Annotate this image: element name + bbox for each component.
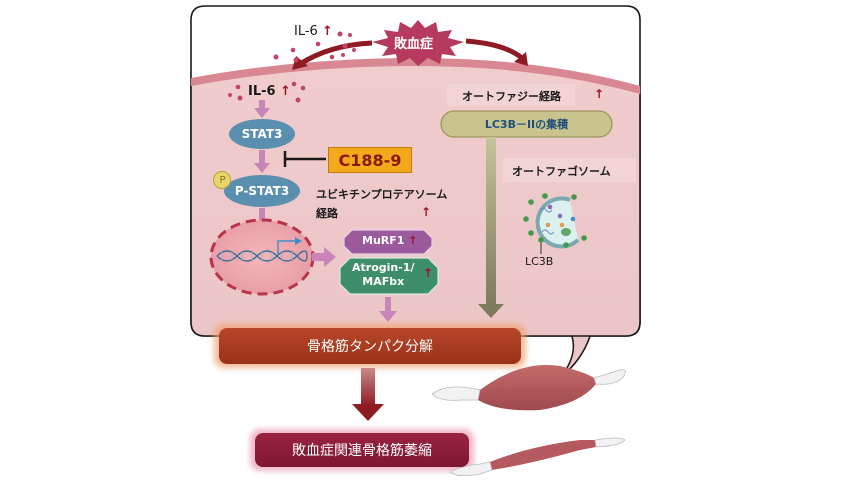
atrogin-line2: MAFbx — [362, 275, 405, 288]
outcome-node — [255, 433, 469, 467]
il6-inside-label: IL-6 ↑ — [248, 84, 291, 99]
autophagosome-icon — [523, 193, 587, 254]
il6-outside-label: IL-6 ↑ — [294, 24, 333, 39]
transcription-arrow — [277, 240, 296, 255]
ubiquitin-pathway-line1: ユビキチンプロテアソーム — [316, 188, 448, 201]
il6-dots-inside — [228, 81, 306, 103]
stat3-node — [229, 119, 295, 149]
il6-dots-outside — [273, 31, 356, 63]
autophagosome-label: オートファゴソーム — [512, 165, 611, 178]
up-arrow-icon: ↑ — [321, 24, 333, 39]
lc3b-marker-label: LC3B — [525, 255, 554, 268]
arrow-sepsis-to-il6 — [298, 40, 373, 67]
stat3-label: STAT3 — [241, 127, 283, 141]
outcome-label: 敗血症関連骨格筋萎縮 — [292, 443, 432, 459]
sepsis-label: 敗血症 — [394, 37, 434, 52]
il6-inside-text: IL-6 — [248, 84, 276, 99]
atrogin-node — [339, 257, 439, 295]
phospho-label: P — [219, 175, 226, 186]
lc3b-accumulation-node — [440, 110, 613, 138]
dna-helix-icon — [216, 250, 308, 262]
arrow-to-outcome — [361, 368, 375, 406]
il6-outside-text: IL-6 — [294, 24, 318, 39]
autophagy-up-arrow-icon: ↑ — [594, 87, 605, 101]
ubiquitin-pathway-line2: 経路 — [316, 207, 338, 220]
autophagy-pathway-label: オートファジー経路 — [462, 90, 561, 103]
murf1-label: MuRF1 ↑ — [362, 234, 417, 247]
murf1-node — [343, 229, 433, 255]
atrogin-line1: Atrogin-1/ — [352, 261, 415, 274]
arrow-sepsis-to-cell — [465, 38, 524, 60]
inhibitor-c188-9: C188-9 — [328, 147, 412, 173]
murf1-text: MuRF1 — [362, 234, 405, 247]
protein-breakdown-label: 骨格筋タンパク分解 — [307, 339, 433, 355]
muscle-atrophied-icon — [449, 437, 626, 476]
pstat3-node — [224, 175, 300, 207]
atrogin-label: Atrogin-1/ MAFbx — [352, 261, 414, 289]
phospho-badge — [213, 171, 231, 189]
ubiquitin-up-arrow-icon: ↑ — [421, 205, 432, 219]
up-arrow-icon: ↑ — [408, 234, 418, 247]
protein-breakdown-node — [219, 328, 521, 364]
muscle-large-icon — [431, 365, 626, 411]
autophagy-arrow — [486, 137, 496, 306]
sepsis-starburst — [372, 20, 464, 66]
up-arrow-icon: ↑ — [280, 84, 291, 99]
lc3b-accumulation-label: LC3B－IIの集積 — [484, 118, 569, 131]
pstat3-label: P-STAT3 — [234, 184, 290, 198]
atrogin-up-arrow-icon: ↑ — [423, 266, 434, 280]
